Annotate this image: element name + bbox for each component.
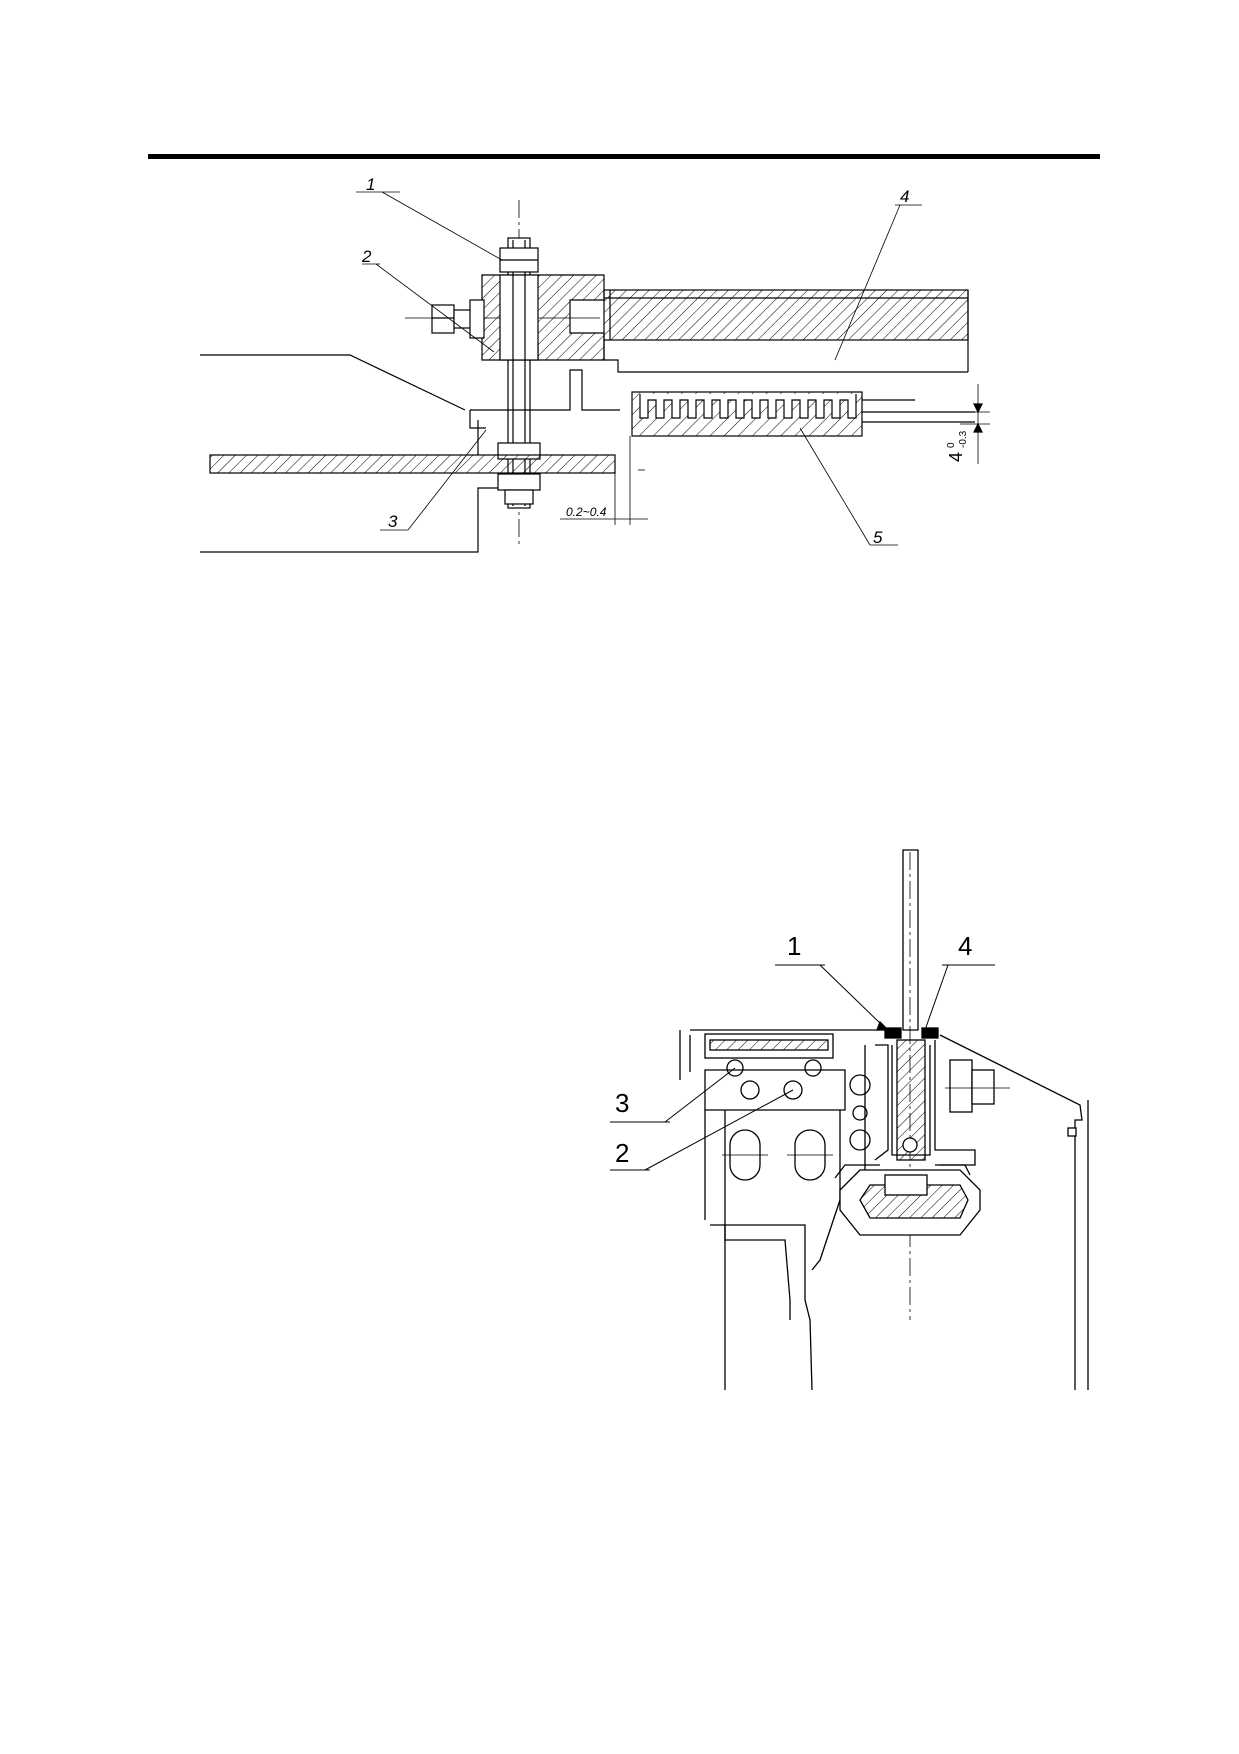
svg-text:0: 0 [946, 442, 957, 448]
bottom-callout-4: 4 [958, 931, 972, 961]
vertical-shaft [902, 849, 919, 1031]
seal-4 [921, 1027, 939, 1039]
top-callout-1: 1 [366, 175, 375, 194]
height-dimension: 4 0 -0.3 [946, 430, 969, 462]
bottom-callout-2: 2 [615, 1138, 629, 1168]
side-bolt-head [431, 304, 455, 334]
top-callout-4: 4 [900, 187, 909, 206]
bottom-callout-1: 1 [787, 931, 801, 961]
svg-text:-0.3: -0.3 [958, 430, 969, 448]
top-callout-5: 5 [873, 528, 883, 547]
gap-dimension: 0.2~0.4 [566, 505, 607, 519]
rotating-plate [209, 454, 616, 474]
figure-bottom-hood-seal [610, 849, 1089, 1391]
seal-1 [884, 1027, 902, 1039]
top-callout-3: 3 [388, 512, 398, 531]
bottom-callout-3: 3 [615, 1088, 629, 1118]
top-callout-2: 2 [361, 247, 372, 266]
svg-text:4: 4 [946, 452, 966, 462]
page-header-rule [148, 154, 1100, 159]
figure-top-seal-section [200, 191, 990, 553]
plate-lower-nut [497, 473, 541, 491]
